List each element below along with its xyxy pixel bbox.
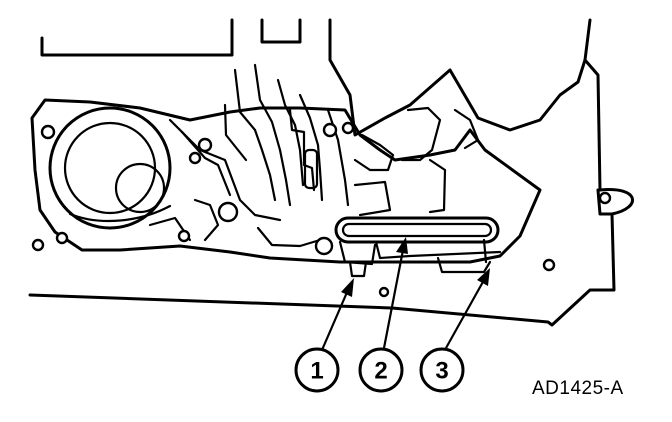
- bolt-holes: [31, 121, 612, 298]
- callout-3-label: 3: [435, 358, 448, 385]
- valve-body-plate: [30, 98, 542, 264]
- main-bore: [48, 106, 172, 230]
- callout-2: 2: [358, 347, 404, 393]
- callout-1: 1: [294, 347, 340, 393]
- valve-components: [338, 238, 502, 278]
- retainer-clip: [334, 216, 500, 244]
- callout-leaders: [320, 237, 490, 351]
- callout-1-label: 1: [310, 358, 323, 385]
- figure-id: AD1425-A: [532, 378, 624, 399]
- callout-3: 3: [419, 347, 465, 393]
- fluid-passages: [148, 63, 480, 248]
- case-outline: [28, 18, 634, 327]
- callout-2-label: 2: [374, 358, 387, 385]
